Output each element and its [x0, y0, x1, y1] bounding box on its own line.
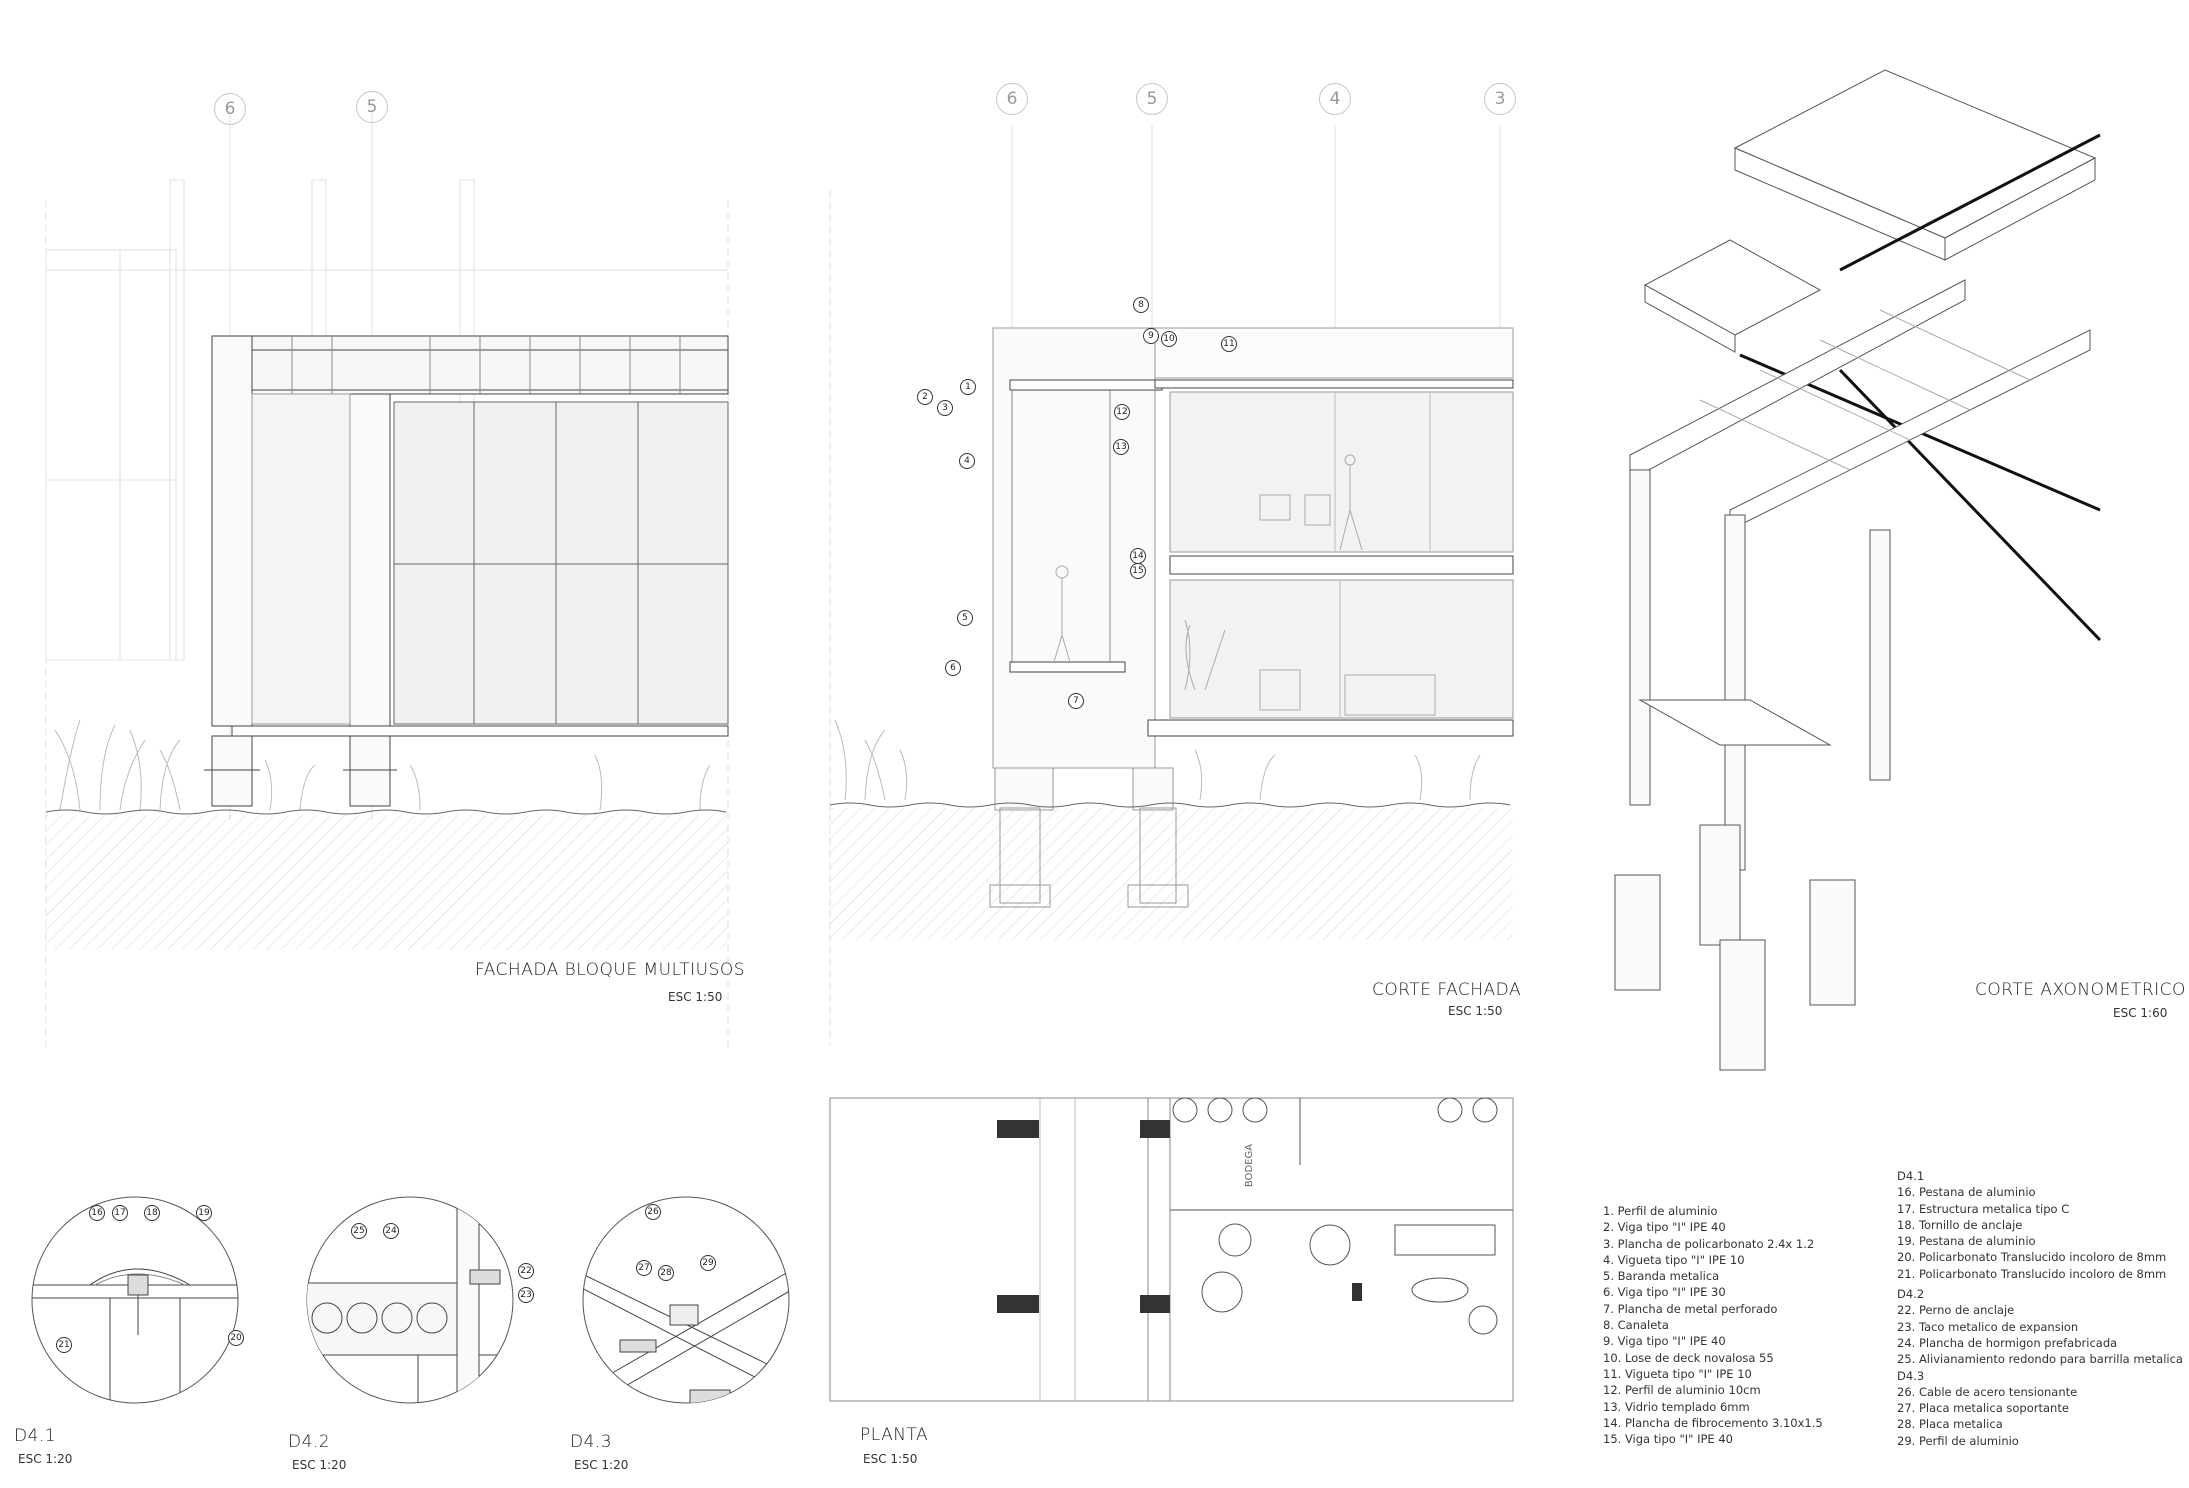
plan-scale: ESC 1:50	[863, 1452, 918, 1466]
legend-details: D4.1 16. Pestana de aluminio 17. Estruct…	[1897, 1168, 2183, 1449]
section-callout: 15	[1130, 563, 1146, 579]
legend-heading: D4.3	[1897, 1368, 1925, 1383]
section-callout: 9	[1143, 328, 1159, 344]
legend-item: 22. Perno de anclaje	[1897, 1303, 2015, 1318]
axonometric-title: CORTE AXONOMETRICO	[1975, 980, 2186, 1000]
detail-callout: 17	[112, 1205, 128, 1221]
grid-axis-marker: 3	[1484, 83, 1516, 115]
detail-callout: 24	[383, 1223, 399, 1239]
legend-item: 11. Vigueta tipo "I" IPE 10	[1603, 1366, 1752, 1381]
axonometric-scale: ESC 1:60	[2113, 1006, 2168, 1020]
section-callout: 5	[957, 610, 973, 626]
section-callout: 2	[917, 389, 933, 405]
facade-elevation	[45, 110, 729, 1050]
detail-d43-scale: ESC 1:20	[574, 1458, 629, 1472]
legend-item: 4. Vigueta tipo "I" IPE 10	[1603, 1252, 1745, 1267]
legend-main: 1. Perfil de aluminio 2. Viga tipo "I" I…	[1603, 1203, 1823, 1447]
detail-callout: 20	[228, 1330, 244, 1346]
legend-item: 7. Plancha de metal perforado	[1603, 1301, 1778, 1316]
legend-item: 20. Policarbonato Translucido incoloro d…	[1897, 1250, 2167, 1265]
detail-callout: 19	[196, 1205, 212, 1221]
legend-item: 10. Lose de deck novalosa 55	[1603, 1350, 1774, 1365]
legend-item: 2. Viga tipo "I" IPE 40	[1603, 1220, 1726, 1235]
plan-room-label: BODEGA	[1244, 1143, 1256, 1188]
floor-plan	[829, 1097, 1514, 1402]
legend-item: 19. Pestana de aluminio	[1897, 1234, 2036, 1249]
section-callout: 13	[1113, 439, 1129, 455]
legend-item: 16. Pestana de aluminio	[1897, 1185, 2036, 1200]
legend-item: 14. Plancha de fibrocemento 3.10x1.5	[1603, 1415, 1823, 1430]
legend-item: 6. Viga tipo "I" IPE 30	[1603, 1285, 1726, 1300]
section-callout: 14	[1130, 548, 1146, 564]
legend-item: 27. Placa metalica soportante	[1897, 1401, 2069, 1416]
grid-axis-marker: 4	[1319, 83, 1351, 115]
detail-d41	[31, 1196, 239, 1404]
facade-title: FACHADA BLOQUE MULTIUSOS	[475, 960, 746, 980]
legend-item: 12. Perfil de aluminio 10cm	[1603, 1383, 1761, 1398]
legend-heading: D4.1	[1897, 1169, 1925, 1183]
detail-d43	[582, 1196, 790, 1404]
legend-item: 28. Placa metalica	[1897, 1417, 2003, 1432]
detail-callout: 28	[658, 1265, 674, 1281]
legend-item: 8. Canaleta	[1603, 1318, 1669, 1333]
axonometric-drawing	[1614, 69, 2102, 1071]
section-callout: 3	[937, 400, 953, 416]
detail-d41-title: D4.1	[14, 1426, 57, 1446]
legend-item: 5. Baranda metalica	[1603, 1269, 1720, 1284]
detail-d41-scale: ESC 1:20	[18, 1452, 73, 1466]
detail-callout: 26	[645, 1204, 661, 1220]
section-callout: 4	[959, 453, 975, 469]
detail-callout: 22	[518, 1263, 534, 1279]
detail-d42-title: D4.2	[288, 1432, 331, 1452]
legend-item: 21. Policarbonato Translucido incoloro d…	[1897, 1266, 2167, 1281]
plan-title: PLANTA	[860, 1425, 929, 1445]
legend-item: 13. Vidrio templado 6mm	[1603, 1399, 1750, 1414]
detail-callout: 21	[56, 1337, 72, 1353]
section-callout: 7	[1068, 693, 1084, 709]
detail-callout: 29	[700, 1255, 716, 1271]
legend-item: 17. Estructura metalica tipo C	[1897, 1201, 2070, 1216]
detail-d42	[306, 1196, 514, 1404]
section-callout: 1	[960, 379, 976, 395]
legend-item: 15. Viga tipo "I" IPE 40	[1603, 1432, 1733, 1447]
legend-item: 26. Cable de acero tensionante	[1897, 1384, 2078, 1399]
section-callout: 11	[1221, 336, 1237, 352]
grid-axis-marker: 6	[214, 93, 246, 125]
section-drawing	[829, 125, 1514, 1045]
grid-axis-marker: 5	[356, 91, 388, 123]
section-title: CORTE FACHADA	[1372, 980, 1522, 1000]
detail-d43-title: D4.3	[570, 1432, 613, 1452]
facade-scale: ESC 1:50	[668, 990, 723, 1004]
grid-axis-marker: 5	[1136, 83, 1168, 115]
detail-callout: 25	[351, 1223, 367, 1239]
section-callout: 8	[1133, 297, 1149, 313]
detail-callout: 23	[518, 1287, 534, 1303]
legend-item: 9. Viga tipo "I" IPE 40	[1603, 1334, 1726, 1349]
legend-item: 18. Tornillo de anclaje	[1897, 1217, 2023, 1232]
legend-item: 29. Perfil de aluminio	[1897, 1433, 2019, 1448]
legend-item: 25. Alivianamiento redondo para barrilla…	[1897, 1352, 2183, 1367]
detail-d42-scale: ESC 1:20	[292, 1458, 347, 1472]
legend-item: 3. Plancha de policarbonato 2.4x 1.2	[1603, 1236, 1815, 1251]
section-callout: 6	[945, 660, 961, 676]
detail-callout: 16	[89, 1205, 105, 1221]
grid-axis-marker: 6	[996, 83, 1028, 115]
detail-callout: 27	[636, 1260, 652, 1276]
legend-item: 1. Perfil de aluminio	[1603, 1204, 1718, 1218]
section-callout: 10	[1161, 331, 1177, 347]
legend-heading: D4.2	[1897, 1287, 1925, 1302]
legend-item: 24. Plancha de hormigon prefabricada	[1897, 1335, 2118, 1350]
legend-item: 23. Taco metalico de expansion	[1897, 1319, 2079, 1334]
section-scale: ESC 1:50	[1448, 1004, 1503, 1018]
detail-callout: 18	[144, 1205, 160, 1221]
section-callout: 12	[1114, 404, 1130, 420]
